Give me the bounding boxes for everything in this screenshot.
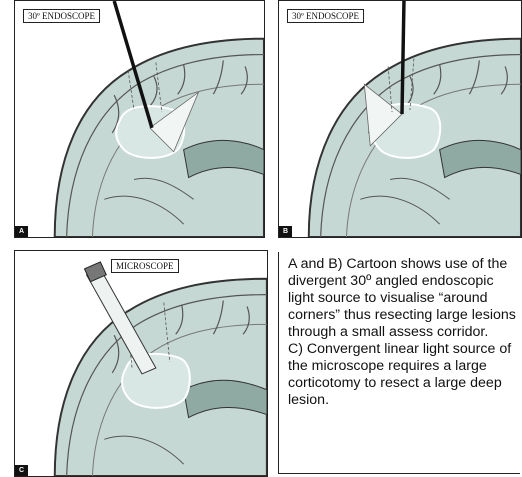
panel-b: 30º ENDOSCOPE B	[278, 0, 522, 238]
caption-paragraph-ab: A and B) Cartoon shows use of the diverg…	[288, 256, 517, 341]
endoscope-shaft-b	[402, 1, 404, 114]
panel-letter-b: B	[279, 226, 292, 237]
brain-illustration-b	[279, 1, 521, 237]
panel-letter-a: A	[15, 226, 28, 237]
figure-caption: A and B) Cartoon shows use of the diverg…	[278, 252, 520, 474]
caption-paragraph-c: C) Convergent linear light source of the…	[288, 341, 517, 409]
panel-c: MICROSCOPE C	[14, 250, 268, 477]
brain-illustration-c	[15, 251, 267, 476]
lesion-c	[122, 354, 190, 408]
instrument-label-b: 30º ENDOSCOPE	[287, 9, 364, 23]
panel-letter-c: C	[15, 465, 28, 476]
instrument-label-a: 30º ENDOSCOPE	[23, 9, 100, 23]
panel-a: 30º ENDOSCOPE A	[14, 0, 265, 238]
brain-illustration-a	[15, 1, 264, 237]
instrument-label-c: MICROSCOPE	[111, 259, 179, 273]
